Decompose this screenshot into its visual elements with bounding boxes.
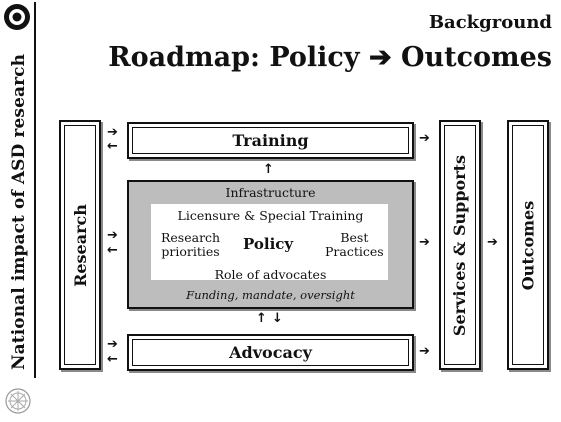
sidebar-title: National impact of ASD research <box>9 53 29 370</box>
sidebar: National impact of ASD research <box>0 0 35 422</box>
policy-inner-panel <box>151 204 388 280</box>
circle-logo-icon <box>4 4 30 30</box>
advocacy-label: Advocacy <box>229 343 312 362</box>
section-kicker: Background <box>428 12 552 33</box>
services-supports-label: Services & Supports <box>450 154 470 336</box>
page-title: Roadmap: Policy ➔ Outcomes <box>108 42 552 73</box>
university-seal-icon <box>5 388 31 414</box>
research-label: Research <box>70 203 90 287</box>
licensure-label: Licensure & Special Training <box>177 208 364 223</box>
best-practices-label: Best Practices <box>325 230 384 259</box>
sidebar-divider <box>34 2 36 378</box>
arrow-left-icon: ← <box>107 139 118 154</box>
policy-box: Infrastructure Licensure & Special Train… <box>127 180 414 309</box>
arrow-right-icon: ➔ <box>107 228 118 243</box>
arrow-right-icon: ➔ <box>487 235 498 250</box>
arrow-left-icon: ← <box>107 352 118 367</box>
outcomes-box: Outcomes <box>507 120 549 370</box>
funding-label: Funding, mandate, oversight <box>186 288 355 302</box>
arrow-right-icon: ➔ <box>107 125 118 140</box>
research-box: Research <box>59 120 101 370</box>
arrow-up-icon: ↑ <box>256 311 267 326</box>
policy-center-label: Policy <box>243 235 294 253</box>
training-label: Training <box>232 131 309 150</box>
arrow-right-icon: ➔ <box>107 337 118 352</box>
arrow-right-icon: ➔ <box>419 131 430 146</box>
arrow-left-icon: ← <box>107 243 118 258</box>
role-of-advocates-label: Role of advocates <box>214 267 327 282</box>
arrow-right-icon: ➔ <box>419 235 430 250</box>
infrastructure-label: Infrastructure <box>225 185 316 200</box>
arrow-right-icon: ➔ <box>419 344 430 359</box>
research-priorities-label: Research priorities <box>161 230 221 259</box>
training-box: Training <box>127 122 414 159</box>
services-supports-box: Services & Supports <box>439 120 481 370</box>
outcomes-label: Outcomes <box>518 200 538 290</box>
arrow-down-icon: ↓ <box>272 311 283 326</box>
arrow-up-icon: ↑ <box>263 162 274 177</box>
advocacy-box: Advocacy <box>127 334 414 371</box>
